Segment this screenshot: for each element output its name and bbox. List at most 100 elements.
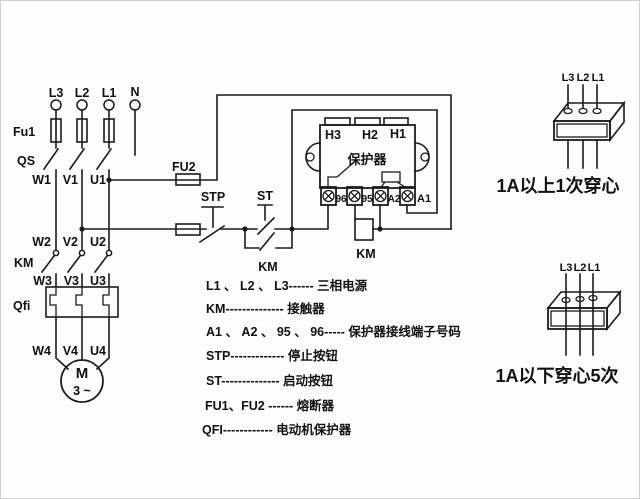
terminal-box-a1	[399, 186, 416, 206]
wire-label-u3: U3	[90, 274, 106, 288]
km-coil-label: KM	[356, 247, 375, 261]
terminal-label-a2: A2	[388, 194, 401, 205]
km-main-label: KM	[14, 256, 33, 270]
screw-icon-a1	[401, 189, 414, 203]
ct1-label-l3: L3	[562, 72, 575, 84]
a1-loop-wire	[291, 109, 438, 230]
stp-button-symbol	[198, 206, 246, 244]
ct1-front-inner	[556, 123, 608, 138]
wire-label-v4: V4	[63, 344, 78, 358]
h3-label: H3	[325, 128, 341, 142]
screw-icon-96	[322, 189, 335, 203]
fuse-fu1-v	[76, 118, 88, 143]
protector-title: 保护器	[346, 152, 387, 167]
st-label: ST	[257, 189, 273, 203]
legend-row-6: FU1、FU2 ------ 熔断器	[205, 398, 335, 413]
terminal-l2	[76, 99, 88, 111]
ct5-label-l3: L3	[560, 262, 573, 274]
control-circuit: FU2 STP ST KM KM	[79, 94, 452, 274]
protector-tab-2	[354, 117, 381, 126]
fuse-fu1-u	[103, 118, 115, 143]
ct1-caption: 1A以上1次穿心	[496, 175, 619, 196]
power-circuit: L3 L2 L1 N Fu1 QS W1 V1 U1 W2 V2 U2 KM W…	[13, 85, 141, 403]
ct-diagram-once: L3 L2 L1 1A以上1次穿心	[496, 72, 626, 196]
ct1-side-face	[609, 100, 625, 143]
phase-wires-mid	[55, 169, 110, 251]
terminal-label-96: 96	[335, 194, 347, 205]
mounting-ear-left	[305, 142, 321, 172]
internal-contact	[327, 163, 353, 188]
mounting-ear-right	[414, 142, 430, 172]
legend-row-7: QFI------------ 电动机保护器	[202, 422, 352, 437]
wire-label-u4: U4	[90, 344, 106, 358]
ct1-hole-3	[592, 107, 602, 115]
legend-row-5: ST-------------- 启动按钮	[206, 373, 334, 388]
legend-row-2: KM-------------- 接触器	[206, 301, 325, 316]
terminal-box-96	[320, 186, 337, 206]
ct1-label-l1: L1	[592, 72, 605, 84]
terminal-box-95	[346, 186, 363, 206]
wires-to-motor	[55, 316, 110, 371]
ct5-side-face	[606, 289, 621, 332]
wire-label-v2: V2	[63, 235, 78, 249]
ct5-label-l1: L1	[588, 262, 601, 274]
legend-row-4: STP------------- 停止按钮	[206, 348, 338, 363]
km-aux-contact	[244, 228, 293, 252]
wire-label-w2: W2	[32, 235, 51, 249]
source-drop-wires	[55, 109, 136, 156]
motor-phases: 3 ~	[73, 384, 91, 398]
terminal-l3	[50, 99, 62, 111]
wire-label-w3: W3	[33, 274, 52, 288]
h2-label: H2	[362, 128, 378, 142]
stp-label: STP	[201, 190, 225, 204]
km-aux-label: KM	[258, 260, 277, 274]
ct1-label-l2: L2	[577, 72, 590, 84]
qs-switch-blades	[42, 147, 113, 171]
fuse-fu2-upper	[175, 173, 201, 186]
qfi-label: Qfi	[13, 299, 30, 313]
legend: L1 、 L2 、 L3------ 三相电源 KM--------------…	[202, 278, 461, 437]
wire-label-v3: V3	[64, 274, 79, 288]
protector-unit: H3 H2 H1 保护器 96 95 A2 A1	[291, 109, 438, 230]
phase-label-l2: L2	[75, 86, 90, 100]
terminal-n	[129, 99, 141, 111]
wire-label-w4: W4	[32, 344, 51, 358]
km-coil	[354, 218, 374, 241]
terminal-box-a2	[372, 186, 389, 206]
ct1-wires-bottom	[567, 139, 598, 169]
km-contact-point-u	[105, 249, 113, 257]
fuse-fu2-label: FU2	[172, 160, 196, 174]
terminal-l1	[103, 99, 115, 111]
legend-row-3: A1 、 A2 、 95 、 96----- 保护器接线端子号码	[206, 324, 461, 339]
ct1-wires-top	[567, 84, 598, 109]
qs-switch-label: QS	[17, 154, 35, 168]
mounting-hole-right	[420, 152, 430, 162]
ct1-hole-1	[563, 107, 573, 115]
protector-tab-1	[324, 117, 351, 126]
terminal-96-wire	[291, 204, 329, 230]
terminal-label-a1: A1	[417, 193, 431, 205]
km-contact-point-w	[52, 249, 60, 257]
phase-label-l1: L1	[102, 86, 117, 100]
terminal-label-95: 95	[361, 194, 373, 205]
ct1-hole-2	[578, 107, 588, 115]
control-upper-wire	[108, 94, 452, 230]
km-contact-blades	[40, 254, 109, 274]
ct-diagram-five: L3 L2 L1 1A以下穿心5次	[495, 262, 622, 386]
st-button-symbol	[244, 204, 293, 236]
internal-element	[381, 171, 401, 183]
wire-label-u2: U2	[90, 235, 106, 249]
phase-label-n: N	[130, 85, 139, 99]
fuse-fu1-label: Fu1	[13, 125, 35, 139]
mounting-hole-left	[305, 152, 315, 162]
ct5-wrapped-wires	[565, 273, 594, 356]
motor-circle	[60, 359, 104, 403]
screw-icon-a2	[374, 189, 387, 203]
legend-row-1: L1 、 L2 、 L3------ 三相电源	[206, 278, 368, 293]
ct5-caption: 1A以下穿心5次	[495, 365, 618, 386]
screw-icon-95	[348, 189, 361, 203]
fuse-fu2-lower	[175, 223, 201, 236]
wire-label-v1: V1	[63, 173, 78, 187]
